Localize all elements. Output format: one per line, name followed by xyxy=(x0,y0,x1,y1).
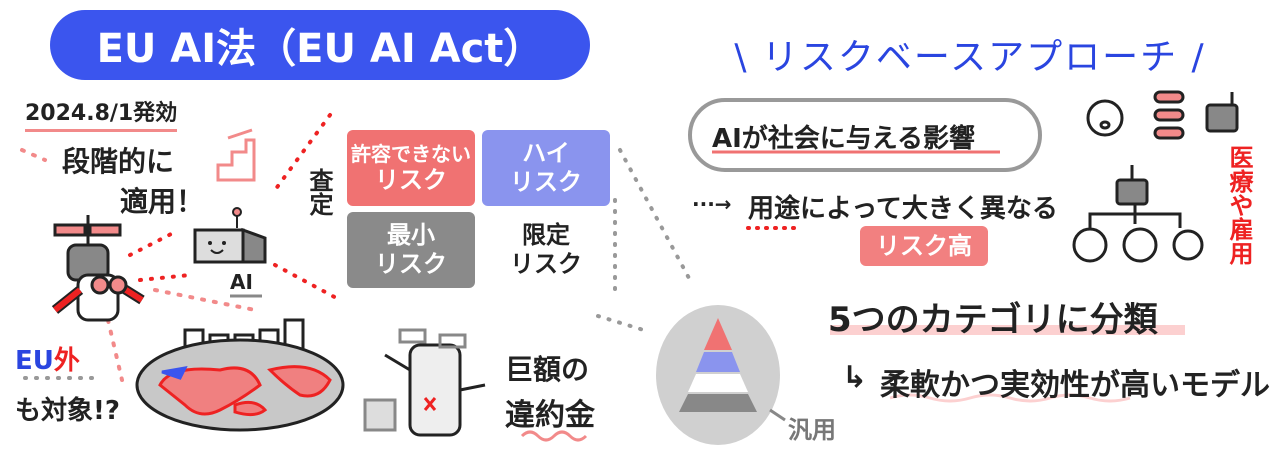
risk-cell-line1: ハイ xyxy=(522,139,570,168)
outside-eu-label: EU外 xyxy=(15,340,80,377)
risk-cell-line2: リスク xyxy=(510,168,582,196)
fine-text-2: 違約金 xyxy=(505,398,595,433)
impact-text: AIが社会に与える影響 xyxy=(712,124,976,154)
page-title: EU AI法（EU AI Act） xyxy=(50,10,590,80)
risk-based-approach-title: \ リスクベースアプローチ / xyxy=(734,37,1206,78)
world-map-icon xyxy=(135,318,345,432)
dotted-connectors xyxy=(128,113,342,302)
examples-label: 医療や雇用 xyxy=(1225,145,1253,265)
categories-text: 5つのカテゴリに分類 xyxy=(828,300,1158,340)
model-text: 柔軟かつ実効性が高いモデル xyxy=(880,368,1270,403)
ai-robot-icon xyxy=(193,207,267,298)
penalized-character-icon xyxy=(363,328,486,437)
usage-text: 用途によって大きく異なる xyxy=(748,194,1058,224)
eu-text: EU xyxy=(15,346,54,376)
fine-text-1: 巨額の xyxy=(505,353,590,386)
risk-cell-minimal: 最小リスク xyxy=(347,212,475,288)
stairs-icon xyxy=(216,128,256,182)
high-risk-badge: リスク高 xyxy=(860,226,988,266)
risk-pyramid-icon xyxy=(656,305,786,445)
phased-text-1: 段階的に xyxy=(62,145,175,178)
risk-cell-line1: 最小 xyxy=(387,221,435,250)
assessment-label: 査定 xyxy=(305,168,333,216)
ai-label: AI xyxy=(230,270,253,294)
phased-text-2: 適用！ xyxy=(120,185,205,218)
risk-cell-high: ハイリスク xyxy=(482,130,610,206)
outside-text: 外 xyxy=(53,346,80,376)
drone-inspector-icon xyxy=(51,215,145,322)
risk-cell-line1: 許容できない xyxy=(351,141,471,166)
risk-cell-line2: リスク xyxy=(375,165,447,194)
risk-cell-unacceptable: 許容できないリスク xyxy=(347,130,475,206)
people-and-robot-icons xyxy=(1072,90,1239,263)
risk-cell-line1: 限定 xyxy=(522,221,570,250)
effective-date: 2024.8/1発効 xyxy=(25,95,178,132)
general-purpose-label: 汎用 xyxy=(788,416,836,444)
model-arrow: ↳ xyxy=(842,360,868,395)
risk-cell-line2: リスク xyxy=(510,250,582,278)
also-target-text: も対象!? xyxy=(15,396,120,426)
risk-cell-line2: リスク xyxy=(375,250,447,278)
arrow-text: ···→ xyxy=(692,192,732,216)
risk-cell-limited: 限定リスク xyxy=(482,212,610,288)
